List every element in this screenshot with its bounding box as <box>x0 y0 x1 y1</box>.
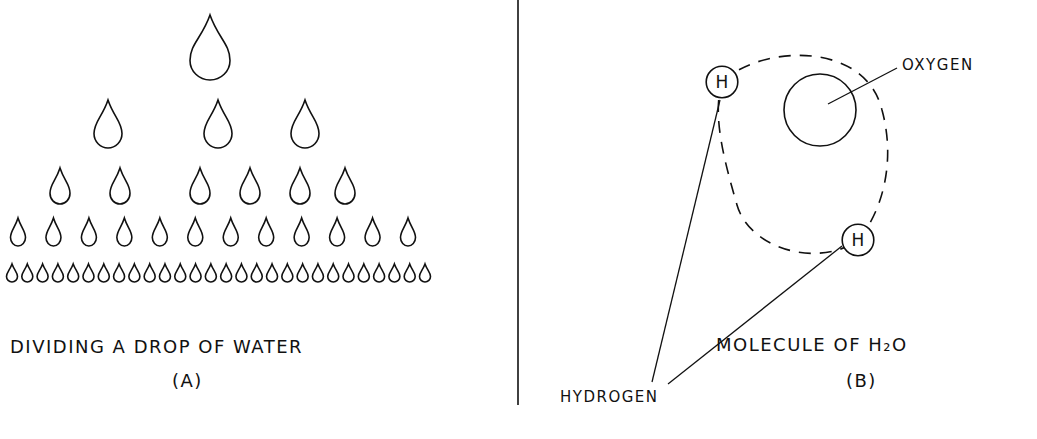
water-drop <box>7 264 18 282</box>
water-drop <box>190 264 201 282</box>
water-drop <box>343 264 354 282</box>
atom-symbol: H <box>716 74 729 91</box>
water-drop <box>358 264 369 282</box>
water-drop <box>236 264 247 282</box>
water-drop <box>267 264 278 282</box>
water-drop <box>190 15 230 80</box>
water-drop <box>190 168 210 204</box>
water-drop <box>290 168 310 204</box>
water-drop <box>282 264 293 282</box>
water-drop <box>83 264 94 282</box>
water-drop <box>223 218 238 246</box>
leader-line <box>828 68 897 104</box>
water-drop <box>152 218 167 246</box>
water-drop <box>22 264 33 282</box>
water-drop <box>52 264 63 282</box>
water-drop <box>389 264 400 282</box>
water-drop <box>175 264 186 282</box>
panel-letter: (B) <box>846 370 877 392</box>
water-drop <box>204 100 232 148</box>
divider-line <box>517 0 519 405</box>
water-drop <box>365 218 380 246</box>
oxygen-circle <box>784 74 856 146</box>
leader-line <box>652 100 720 382</box>
water-drop <box>11 218 26 246</box>
water-drop <box>401 218 416 246</box>
water-drop <box>110 168 130 204</box>
water-drop <box>312 264 323 282</box>
water-drop <box>251 264 262 282</box>
water-drop <box>129 264 140 282</box>
part-label: OXYGEN <box>902 56 974 74</box>
water-drop <box>240 168 260 204</box>
water-drop <box>291 100 319 148</box>
caption-text: DIVIDING A DROP OF WATER <box>10 336 303 358</box>
water-drop <box>297 264 308 282</box>
water-drop <box>330 218 345 246</box>
water-drop <box>404 264 415 282</box>
part-label: HYDROGEN <box>560 388 659 406</box>
water-drop <box>188 218 203 246</box>
water-drop <box>144 264 155 282</box>
water-drop <box>205 264 216 282</box>
atom-symbol: H <box>852 232 865 249</box>
water-drop <box>335 168 355 204</box>
caption-text: MOLECULE OF H₂O <box>716 334 908 356</box>
water-drop <box>50 168 70 204</box>
water-drop <box>81 218 96 246</box>
panel-letter: (A) <box>172 370 203 392</box>
water-drop <box>259 218 274 246</box>
water-drop <box>114 264 125 282</box>
water-drop <box>46 218 61 246</box>
water-drop <box>117 218 132 246</box>
water-drop <box>68 264 79 282</box>
water-drop <box>37 264 48 282</box>
water-drop <box>221 264 232 282</box>
dashed-orbit <box>718 55 887 253</box>
water-drop <box>94 100 122 148</box>
leader-line <box>668 246 842 384</box>
water-drop <box>328 264 339 282</box>
water-drop <box>374 264 385 282</box>
hydrogen-atom: H <box>841 223 875 257</box>
water-drops <box>7 15 431 282</box>
water-drop <box>420 264 431 282</box>
hydrogen-atom: H <box>705 65 739 99</box>
water-drop <box>159 264 170 282</box>
water-drop <box>294 218 309 246</box>
water-drop <box>98 264 109 282</box>
